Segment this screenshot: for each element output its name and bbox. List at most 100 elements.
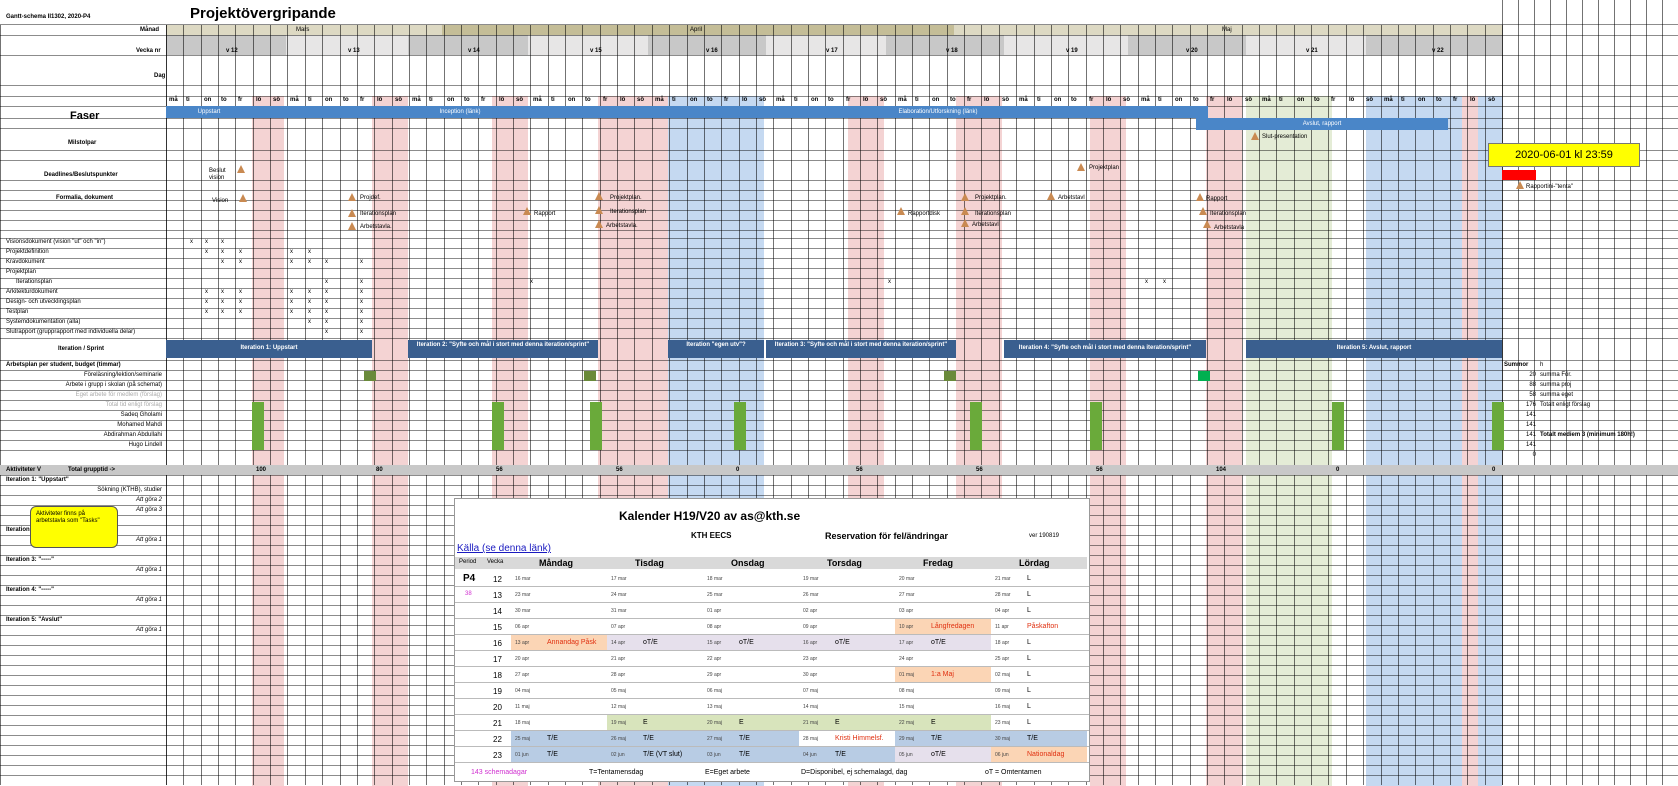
grid-line-h (0, 85, 1678, 86)
weekday-label: fr (1210, 97, 1215, 103)
calendar-cell-bg (511, 731, 607, 746)
grid-line-v (721, 25, 722, 785)
milestone-icon (348, 209, 356, 217)
x-mark: x (205, 249, 208, 255)
calendar-date: 03 apr (899, 608, 914, 614)
col-week: Vecka (487, 559, 504, 565)
footer-e: E=Eget arbete (705, 769, 750, 776)
week-row-dark (1366, 35, 1502, 55)
grid-line-v (1138, 25, 1139, 785)
iteration-bar: Iteration 5: Avslut, rapport (1246, 340, 1502, 358)
grid-line-h (0, 410, 1678, 411)
calendar-row-line (455, 666, 1089, 667)
calendar-date: 15 apr (707, 640, 722, 646)
grid-line-v (1207, 25, 1208, 785)
weekday-label: lö (1349, 97, 1355, 103)
grid-line-h (0, 200, 1678, 201)
grid-line-h (0, 268, 1678, 269)
grid-line-v (1381, 25, 1382, 785)
iteration-bar: Iteration 1: Uppstart (166, 340, 372, 358)
calendar-note: Kristi Himmelsf. (835, 735, 884, 742)
calendar-date: 27 mar (899, 592, 915, 598)
iteration-section-item: Att göra 1 (135, 627, 162, 633)
document-label: Arkitekturdokument (6, 289, 58, 295)
total-value: 0 (1336, 467, 1340, 473)
milestone-icon (239, 194, 247, 202)
grid-line-h (0, 430, 1678, 431)
document-label: Systemdokumentation (alla) (6, 319, 81, 325)
iteration-bar: Iteration 4: "Syfte och mål i stort med … (1004, 340, 1206, 358)
weekday-label: ti (1401, 97, 1405, 103)
weekday-label: lö (1227, 97, 1233, 103)
milestone-icon (523, 207, 531, 215)
grid-line-v (1646, 0, 1647, 785)
calendar-cell-bg (895, 731, 991, 746)
weekday-label: ti (794, 97, 798, 103)
weekday-label: sö (1123, 97, 1131, 103)
weekend-band (1462, 96, 1478, 786)
grid-line-v (305, 25, 306, 785)
calendar-date: 02 apr (803, 608, 818, 614)
calendar-note: 1:a Maj (931, 671, 954, 678)
x-mark: x (308, 249, 311, 255)
grid-line-v (1294, 25, 1295, 785)
milestone-icon (1199, 207, 1207, 215)
grid-line-h (0, 308, 1678, 309)
calendar-note: T/E (547, 751, 558, 758)
formalia-label: Arbetstavla. (360, 224, 392, 230)
grid-line-v (548, 25, 549, 785)
calendar-date: 07 apr (611, 624, 626, 630)
total-value: 0 (1492, 467, 1496, 473)
calendar-note: T/E (547, 735, 558, 742)
x-mark: x (221, 239, 224, 245)
month-label: April (690, 27, 703, 33)
grid-line-v (1582, 0, 1583, 785)
calendar-date: 24 mar (611, 592, 627, 598)
x-mark: x (190, 239, 193, 245)
week-label: v 20 (1186, 48, 1198, 54)
grid-line-v (1051, 25, 1052, 785)
summary-value: 141 (1525, 422, 1536, 428)
calendar-note: L (1027, 655, 1031, 662)
calendar-day-header: Lördag (1019, 558, 1050, 568)
grid-line-h (0, 55, 1678, 56)
grid-line-h (0, 160, 1678, 161)
calendar-date: 08 maj (899, 688, 915, 694)
calendar-date: 17 mar (611, 576, 627, 582)
calendar-note: T/E (1027, 735, 1038, 742)
x-mark: x (360, 329, 363, 335)
footer-t: T=Tentamensdag (589, 769, 644, 776)
grid-line-v (1034, 25, 1035, 785)
calendar-date: 19 maj (611, 720, 627, 726)
calendar-day-header: Fredag (923, 558, 954, 568)
x-mark: x (325, 279, 328, 285)
sheet-name: Gantt-schema II1302, 2020-P4 (6, 14, 91, 20)
grid-line-v (947, 25, 948, 785)
calendar-panel: Kalender H19/V20 av as@kth.se KTH EECS R… (454, 498, 1090, 782)
x-mark: x (325, 309, 328, 315)
total-value: 56 (496, 467, 503, 473)
calendar-note: Påskafton (1027, 623, 1059, 630)
milestone-icon (595, 192, 603, 200)
calendar-cell-bg (991, 731, 1087, 746)
row-label-week: Vecka nr (136, 48, 161, 54)
milestone-icon (348, 193, 356, 201)
calendar-date: 18 maj (515, 720, 531, 726)
calendar-source-link[interactable]: Källa (se denna länk) (457, 543, 551, 554)
deadline-red-marker (1502, 170, 1536, 180)
grid-line-v (1016, 25, 1017, 785)
x-mark: x (239, 249, 242, 255)
calendar-week: 22 (493, 735, 502, 744)
milestone-icon (961, 219, 969, 227)
grid-line-v (877, 25, 878, 785)
milestone-icon (1196, 193, 1204, 201)
weekday-label: ti (1279, 97, 1283, 103)
x-mark: x (1163, 279, 1166, 285)
week-label: v 22 (1432, 48, 1444, 54)
grid-line-v (825, 25, 826, 785)
calendar-note: E (643, 719, 648, 726)
calendar-week: 17 (493, 655, 502, 664)
calendar-date: 21 maj (803, 720, 819, 726)
x-mark: x (530, 279, 533, 285)
calendar-row-line (455, 618, 1089, 619)
